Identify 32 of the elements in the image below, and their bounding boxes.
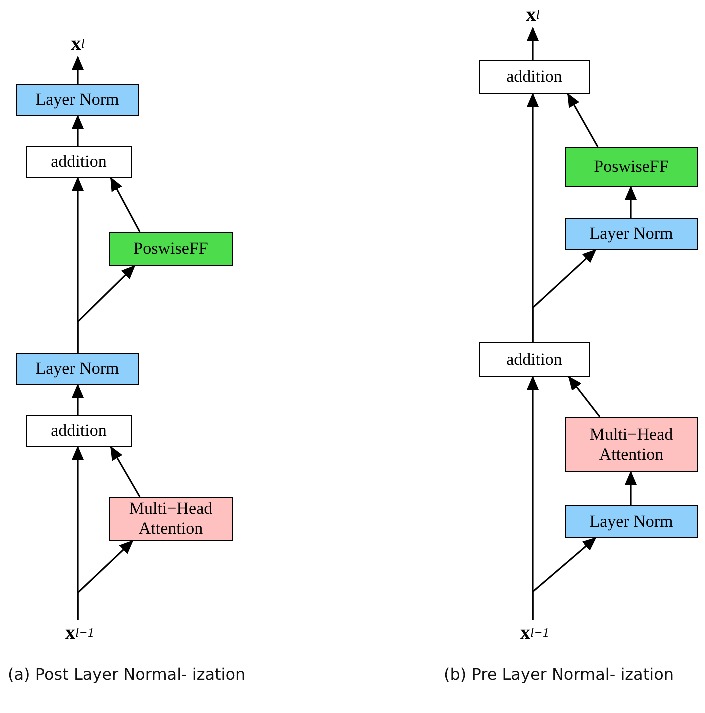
arrow: [77, 265, 136, 353]
arrow: [72, 115, 84, 146]
addition-box: addition: [26, 146, 132, 178]
subfigure-caption: (b) Pre Layer Normal- ization: [444, 665, 675, 685]
arrow: [532, 249, 597, 342]
arrow: [110, 446, 141, 498]
variable-label: x$^{l}$: [58, 31, 98, 57]
addition-box: addition: [26, 415, 132, 447]
arrow: [72, 384, 84, 415]
arrow: [77, 540, 134, 620]
variable-label: x$^{l}$: [513, 2, 553, 28]
subfigure-caption: (a) Post Layer Normal- ization: [8, 665, 247, 685]
variable-label: x$^{l−1}$: [513, 620, 557, 646]
addition-box: addition: [479, 60, 590, 94]
arrow: [110, 177, 141, 232]
arrow: [72, 56, 84, 84]
layer-norm-box: Layer Norm: [565, 505, 698, 538]
arrow: [568, 376, 601, 418]
attention-box: Multi−Head Attention: [109, 497, 233, 541]
arrow: [527, 27, 539, 60]
addition-box: addition: [479, 342, 590, 377]
layer-norm-box: Layer Norm: [16, 353, 139, 385]
arrow: [625, 186, 637, 218]
layer-norm-box: Layer Norm: [565, 218, 698, 250]
feed-forward-box: PoswiseFF: [565, 147, 698, 187]
arrow: [567, 93, 599, 148]
attention-box: Multi−Head Attention: [565, 417, 698, 472]
arrow: [625, 471, 637, 505]
layer-norm-box: Layer Norm: [16, 84, 139, 116]
arrow: [532, 537, 597, 620]
feed-forward-box: PoswiseFF: [109, 232, 233, 266]
variable-label: x$^{l−1}$: [58, 620, 102, 646]
